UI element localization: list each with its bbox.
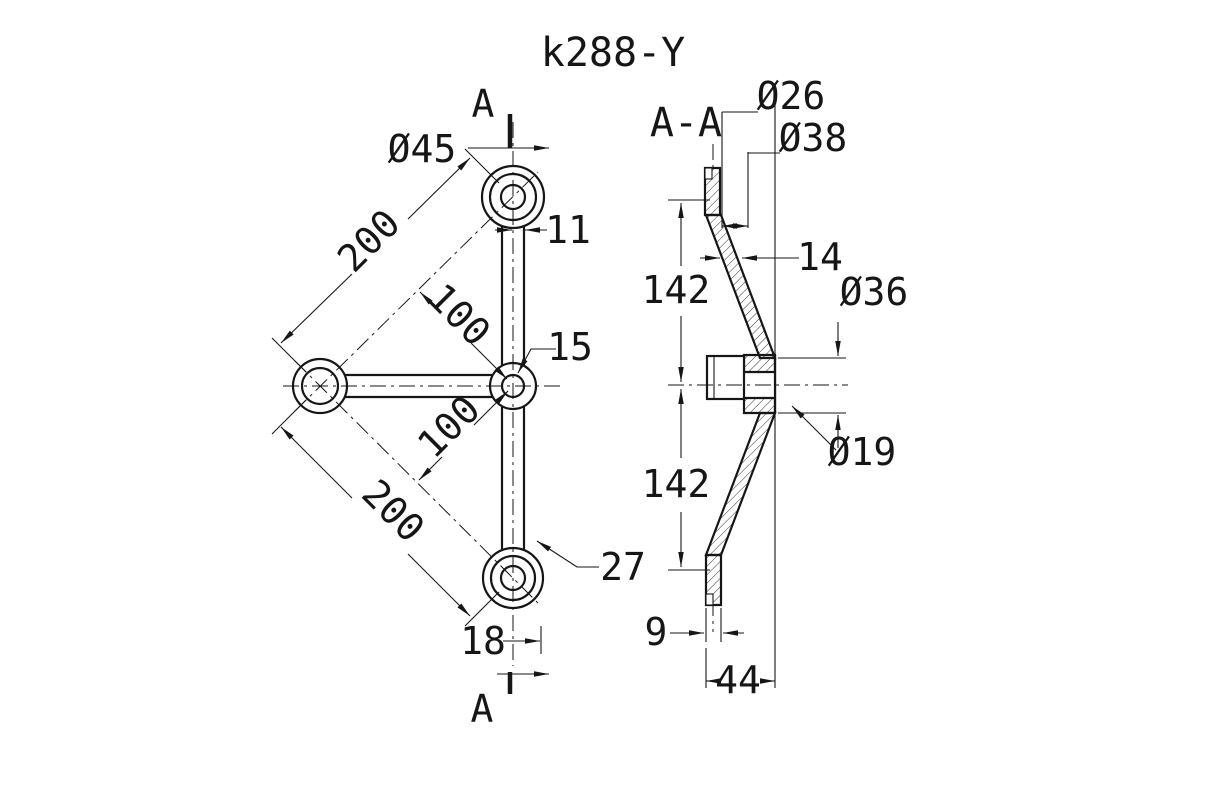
section-letter-bottom: A [471,687,494,731]
spider-arms [334,212,526,560]
dim-15-label: 15 [547,325,593,369]
dim-14-label: 14 [797,235,843,279]
dim-44-label: 44 [715,658,761,702]
dim-dia26: Ø26 [757,74,826,118]
section-view-label: A-A [650,100,722,146]
dim-18-label: 18 [460,619,506,663]
bottom-counterbore-notch [705,593,714,606]
section-marker-top: A [468,82,549,151]
dim-142-upper: 142 [642,199,711,382]
dim-dia38: Ø38 [722,116,848,229]
dim-dia19-label: Ø19 [828,430,897,474]
section-marker-bottom: A [471,671,549,731]
section-centerlines [668,144,848,632]
dim-dia38-label: Ø38 [779,116,848,160]
drawing-title: k288-Y [541,30,686,76]
dim-15: 15 [517,325,593,374]
front-centerlines [283,122,565,666]
dim-dia19: Ø19 [791,405,897,474]
dim-dia36-label: Ø36 [840,270,909,314]
dim-dia45-label: Ø45 [388,127,457,171]
dim-18: 18 [460,619,542,663]
center-stud [705,354,746,401]
dim-9-label: 9 [645,610,668,654]
section-view: A-A [642,74,909,702]
dim-44: 44 [705,648,775,702]
dim-27: 27 [536,540,646,589]
dim-142-lower-label: 142 [642,462,711,506]
dim-27-label: 27 [600,545,646,589]
dim-dia45: Ø45 [388,127,457,171]
section-extension-lines [721,100,780,688]
top-counterbore-notch [704,167,713,180]
dim-100-upper: 100 [419,275,508,380]
dim-11: 11 [495,208,591,252]
dim-200-upper-label: 200 [329,201,409,281]
dim-dia36: Ø36 [778,270,908,448]
dim-100-lower: 100 [409,387,509,481]
section-profile [703,166,777,607]
dim-14: 14 [700,235,843,279]
dim-142-upper-label: 142 [642,268,711,312]
dim-100-lower-label: 100 [409,387,489,467]
dim-142-lower: 142 [642,389,711,571]
front-view: A A Ø45 11 200 100 [271,82,646,731]
dim-100-upper-label: 100 [419,275,499,355]
section-letter-top: A [472,82,495,126]
dim-200-lower-label: 200 [353,471,433,551]
dim-dia26-label: Ø26 [757,74,826,118]
dim-11-label: 11 [545,208,591,252]
dim-9: 9 [645,608,744,654]
